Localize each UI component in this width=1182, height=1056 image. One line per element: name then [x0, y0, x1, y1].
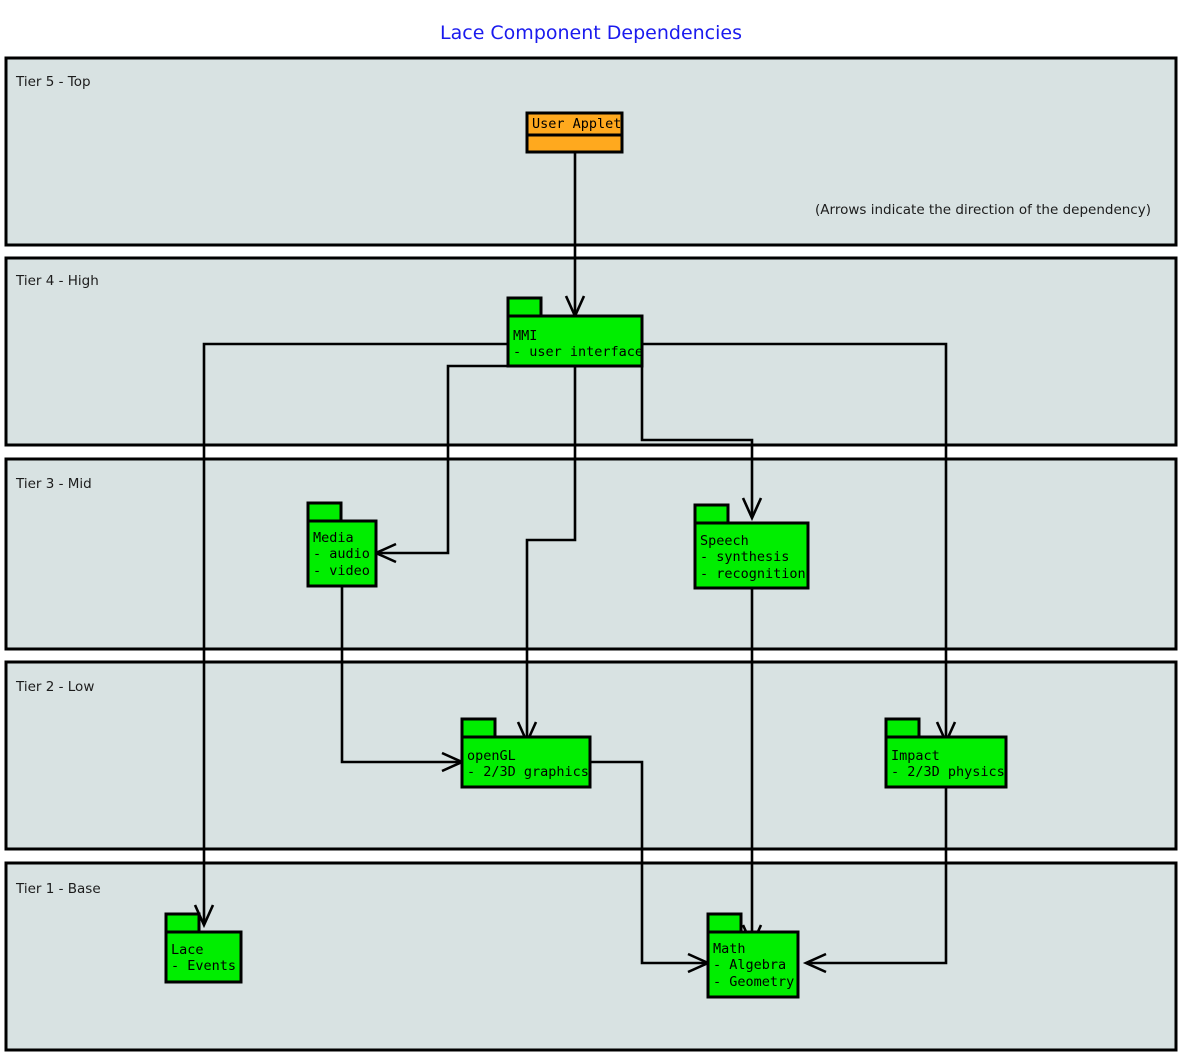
connector-mmi-to-media [376, 364, 508, 555]
opengl-item-0: - 2/3D graphics [467, 764, 589, 780]
tier-label-tier1: Tier 1 - Base [15, 881, 101, 897]
package-impact[interactable]: Impact - 2/3D physics [884, 717, 1008, 789]
package-opengl[interactable]: openGL - 2/3D graphics [460, 717, 592, 789]
tier-label-tier5: Tier 5 - Top [15, 74, 91, 90]
mmi-body [506, 314, 644, 368]
connector-mmi-to-opengl [525, 366, 577, 742]
speech-item-1: - recognition [700, 566, 806, 582]
speech-body [693, 521, 810, 590]
arrow-direction-note: (Arrows indicate the direction of the de… [815, 202, 1151, 218]
connector-media-to-opengl [340, 586, 462, 764]
media-name: Media [313, 530, 354, 546]
package-user-applet[interactable]: User Applet [525, 111, 624, 154]
opengl-name: openGL [467, 748, 516, 764]
math-name: Math [713, 941, 746, 957]
package-lace[interactable]: Lace - Events [164, 912, 243, 984]
tier-label-tier4: Tier 4 - High [15, 273, 99, 289]
media-item-0: - audio [313, 546, 370, 562]
package-math[interactable]: Math - Algebra - Geometry [706, 912, 800, 999]
user-applet-body [525, 133, 624, 154]
user-applet-name: User Applet [532, 116, 621, 132]
impact-name: Impact [891, 748, 940, 764]
package-mmi[interactable]: MMI - user interface [506, 296, 644, 368]
impact-item-0: - 2/3D physics [891, 764, 1005, 780]
arrowhead-math-right [802, 952, 827, 974]
tier-label-tier3: Tier 3 - Mid [15, 476, 92, 492]
lace-name: Lace [171, 942, 204, 958]
package-speech[interactable]: Speech - synthesis - recognition [693, 503, 810, 590]
arrowhead-speech-top [741, 497, 763, 522]
impact-body [884, 735, 1008, 789]
media-item-1: - video [313, 563, 370, 579]
math-item-1: - Geometry [713, 974, 794, 990]
mmi-item-0: - user interface [513, 344, 643, 360]
opengl-body [460, 735, 592, 789]
speech-item-0: - synthesis [700, 549, 789, 565]
page-title: Lace Component Dependencies [440, 22, 742, 44]
lace-body [164, 930, 243, 984]
lace-item-0: - Events [171, 958, 236, 974]
mmi-name: MMI [513, 328, 537, 344]
tier-label-tier2: Tier 2 - Low [15, 679, 94, 695]
math-body [706, 930, 800, 999]
tier-band-tier3 [4, 457, 1178, 651]
connector-opengl-to-math [590, 760, 708, 965]
package-media[interactable]: Media - audio - video [306, 501, 378, 588]
connector-mmi-to-lace [202, 342, 508, 925]
arrowhead-lace-top [193, 904, 215, 929]
speech-name: Speech [700, 533, 749, 549]
connector-mmi-to-math [642, 342, 948, 965]
math-item-0: - Algebra [713, 957, 786, 973]
media-body [306, 519, 378, 588]
connector-mmi-to-speech [640, 344, 754, 518]
